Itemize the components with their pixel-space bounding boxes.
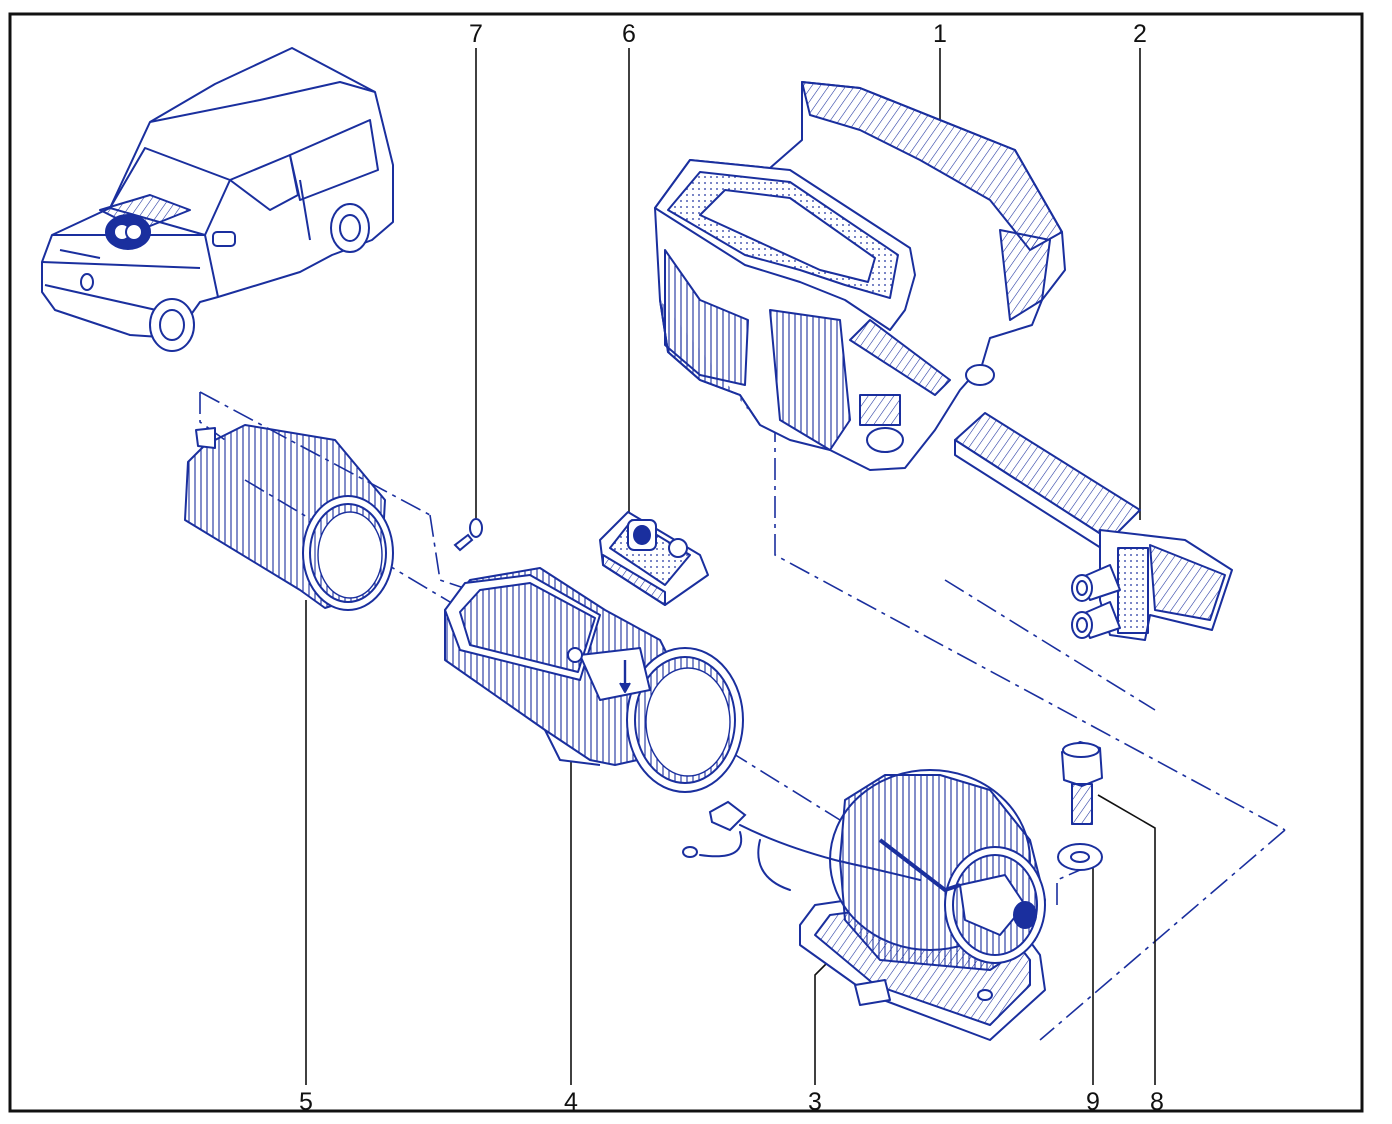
- leader-lines: [305, 48, 1156, 1085]
- callout-9: 9: [1086, 1088, 1100, 1116]
- callout-7: 7: [469, 20, 483, 48]
- vehicle-heater-location-icon: [105, 214, 151, 250]
- leader-3: [814, 959, 831, 1085]
- part-5-filter: [184, 424, 394, 611]
- motor-wiring-harness: [682, 800, 921, 891]
- part-9-washer: [1057, 843, 1103, 871]
- part-8-bolt: [1061, 741, 1103, 825]
- callout-8: 8: [1150, 1088, 1164, 1116]
- part-6-resistor-module: [599, 511, 709, 606]
- callout-3: 3: [808, 1088, 822, 1116]
- callout-6: 6: [622, 20, 636, 48]
- matrix-pipe-lower: [1071, 601, 1121, 639]
- part-3-blower-motor: [799, 769, 1046, 1041]
- callout-2: 2: [1133, 20, 1147, 48]
- callout-4: 4: [564, 1088, 578, 1116]
- callout-5: 5: [299, 1088, 313, 1116]
- part-4-blower-duct: [444, 567, 744, 793]
- matrix-pipe-upper: [1071, 564, 1121, 602]
- frame-border: [8, 12, 1364, 1113]
- vehicle-illustration: [41, 47, 394, 352]
- part-7-clip: [453, 518, 483, 552]
- leader-8: [1097, 794, 1156, 1085]
- part-2-heater-matrix: [954, 412, 1233, 641]
- part-1-heater-housing: [654, 81, 1066, 471]
- callout-1: 1: [933, 20, 947, 48]
